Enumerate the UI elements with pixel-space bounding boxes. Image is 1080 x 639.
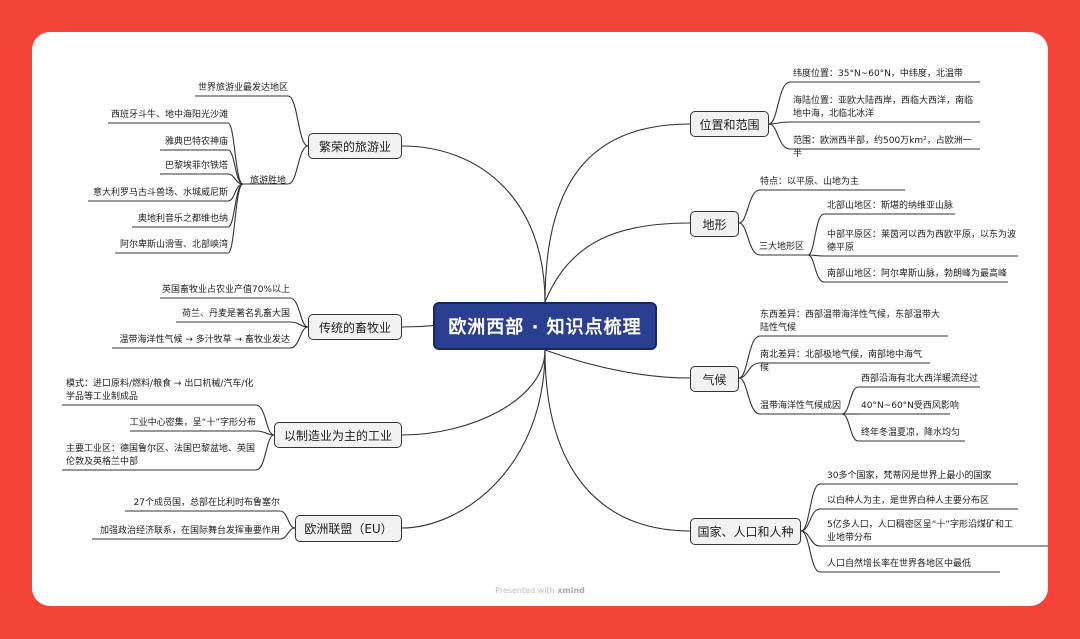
location-item[interactable]: 范围：欧洲西半部，约500万km²，占欧洲一半 [793, 136, 972, 159]
topic-terrain[interactable]: 地形 [690, 211, 739, 237]
industry-item[interactable]: 工业中心密集，呈“十”字形分布 [129, 418, 256, 428]
topic-eu[interactable]: 欧洲联盟（EU） [295, 515, 402, 542]
eu-item[interactable]: 加强政治经济联系，在国际舞台发挥重要作用 [99, 526, 280, 536]
tourism-sub-item[interactable]: 西班牙斗牛、地中海阳光沙滩 [110, 110, 228, 120]
industry-item[interactable]: 主要工业区：德国鲁尔区、法国巴黎盆地、英国伦敦及英格兰中部 [66, 444, 256, 467]
location-item[interactable]: 海陆位置：亚欧大陆西岸，西临大西洋，南临地中海，北临北冰洋 [793, 96, 974, 119]
terrain-sub-item[interactable]: 中部平原区：莱茵河以西为西欧平原，以东为波德平原 [827, 230, 1017, 253]
terrain-sub-label[interactable]: 三大地形区 [759, 242, 805, 252]
climate-item[interactable]: 南北差异：北部极地气候，南部地中海气候 [760, 350, 923, 373]
tourism-sub-item[interactable]: 巴黎埃菲尔铁塔 [164, 161, 228, 171]
climate-item[interactable]: 东西差异：西部温带海洋性气候，东部温带大陆性气候 [760, 310, 941, 333]
tourism-sub-item[interactable]: 奥地利音乐之都维也纳 [137, 214, 228, 224]
climate-sub-item[interactable]: 终年冬温夏凉，降水均匀 [861, 428, 961, 438]
topic-location[interactable]: 位置和范围 [690, 111, 769, 137]
livestock-item[interactable]: 荷兰、丹麦是著名乳畜大国 [181, 309, 290, 319]
climate-sub-item[interactable]: 西部沿海有北大西洋暖流经过 [861, 374, 979, 384]
tourism-sub-item[interactable]: 意大利罗马古斗兽场、水城威尼斯 [92, 188, 228, 198]
tourism-item[interactable]: 世界旅游业最发达地区 [197, 83, 288, 93]
topic-tourism[interactable]: 繁荣的旅游业 [308, 133, 402, 159]
footer-prefix: Presented with [495, 586, 555, 595]
tourism-sub-item[interactable]: 雅典巴特农神庙 [164, 137, 228, 147]
tourism-sub-item[interactable]: 阿尔卑斯山滑雪、北部峡湾 [119, 240, 228, 250]
eu-item[interactable]: 27个成员国，总部在比利时布鲁塞尔 [133, 498, 280, 508]
xmind-brand: xmind [557, 586, 585, 595]
location-item[interactable]: 纬度位置：35°N~60°N，中纬度，北温带 [793, 69, 963, 79]
population-item[interactable]: 30多个国家，梵蒂冈是世界上最小的国家 [827, 471, 992, 481]
terrain-feature[interactable]: 特点：以平原、山地为主 [760, 177, 860, 187]
population-item[interactable]: 5亿多人口，人口稠密区呈“十”字形沿煤矿和工业地带分布 [827, 520, 1014, 543]
topic-population[interactable]: 国家、人口和人种 [690, 518, 801, 545]
livestock-item[interactable]: 英国畜牧业占农业产值70%以上 [161, 285, 290, 295]
population-item[interactable]: 人口自然增长率在世界各地区中最低 [827, 559, 972, 569]
industry-item[interactable]: 模式：进口原料/燃料/粮食 → 出口机械/汽车/化学品等工业制成品 [66, 379, 254, 402]
footer-credit: Presented with xmind [480, 586, 600, 595]
central-topic[interactable]: 欧洲西部 · 知识点梳理 [433, 302, 657, 350]
climate-sub-label[interactable]: 温带海洋性气候成因 [760, 401, 842, 411]
terrain-sub-item[interactable]: 北部山地区：斯堪的纳维亚山脉 [827, 201, 954, 211]
climate-sub-item[interactable]: 40°N~60°N受西风影响 [861, 401, 959, 411]
topic-climate[interactable]: 气候 [690, 366, 739, 392]
topic-livestock[interactable]: 传统的畜牧业 [308, 314, 402, 340]
population-item[interactable]: 以白种人为主，是世界白种人主要分布区 [827, 496, 990, 506]
livestock-item[interactable]: 温带海洋性气候 → 多汁牧草 → 畜牧业发达 [119, 335, 290, 345]
terrain-sub-item[interactable]: 南部山地区：阿尔卑斯山脉，勃朗峰为最高峰 [827, 269, 1008, 279]
topic-industry[interactable]: 以制造业为主的工业 [274, 422, 402, 448]
tourism-sub-label[interactable]: 旅游胜地 [250, 176, 287, 186]
